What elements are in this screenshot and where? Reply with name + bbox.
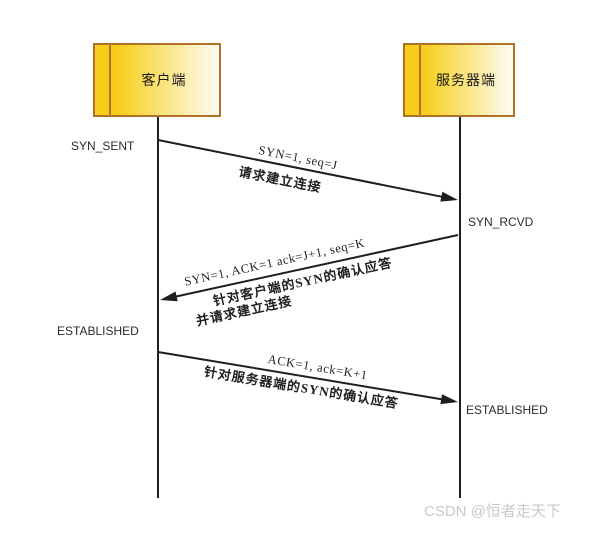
state-label-established-server: ESTABLISHED <box>466 403 548 417</box>
csdn-watermark: CSDN @恒者走天下 <box>424 503 561 520</box>
participant-box-client: 客户端 <box>93 43 221 117</box>
participant-label-server: 服务器端 <box>436 74 496 89</box>
server-box-accent-stripe <box>419 45 421 115</box>
state-label-syn-rcvd: SYN_RCVD <box>468 215 534 229</box>
state-label-syn-sent: SYN_SENT <box>71 139 135 153</box>
participant-box-server: 服务器端 <box>403 43 515 117</box>
state-label-established-client: ESTABLISHED <box>57 324 139 338</box>
client-box-accent-stripe <box>109 45 111 115</box>
participant-label-client: 客户端 <box>141 74 187 89</box>
lifeline-server <box>459 117 461 498</box>
lifeline-client <box>157 117 159 498</box>
